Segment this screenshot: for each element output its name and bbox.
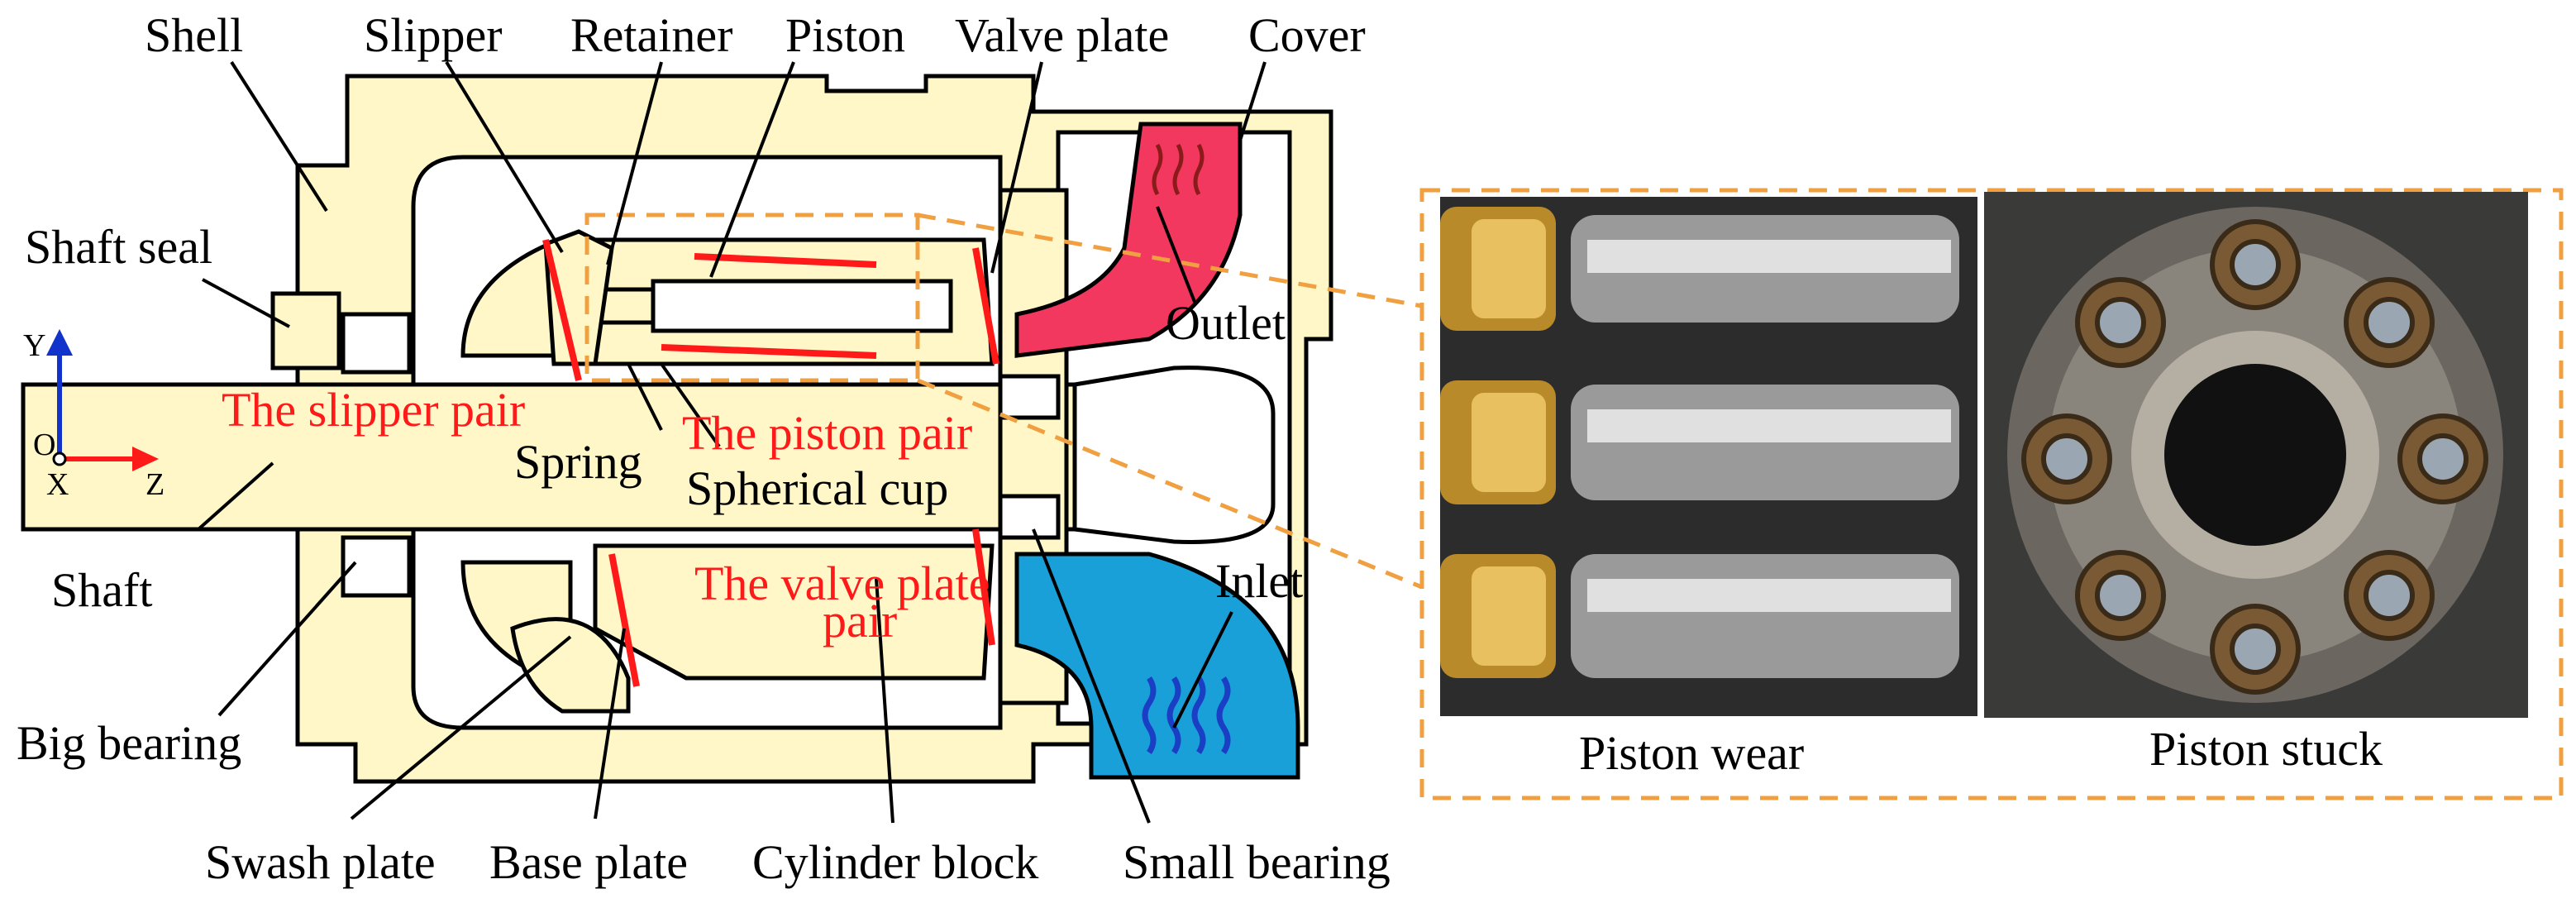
caption-piston-stuck: Piston stuck [2149, 722, 2383, 776]
small-bearing-bottom [998, 494, 1061, 540]
axis-x-label: X [46, 467, 69, 502]
label-spherical-cup: Spherical cup [686, 461, 948, 515]
bearing-bottom [341, 535, 412, 598]
label-base-plate: Base plate [489, 835, 688, 889]
label-swash-plate: Swash plate [205, 835, 436, 889]
label-outlet: Outlet [1166, 296, 1286, 350]
label-shell: Shell [145, 8, 243, 62]
piston-shape [651, 279, 953, 333]
label-valve-plate-pair-1: The valve plate [694, 557, 990, 610]
axis-z-label: Z [145, 467, 165, 502]
label-shaft-seal: Shaft seal [25, 220, 212, 274]
photo-panel: Piston wear Piston stuck [1419, 188, 2564, 800]
swash-plate-shape [460, 232, 573, 358]
wear-piston-row-2 [1440, 380, 1959, 504]
pump-cross-section [21, 74, 1333, 784]
axis-indicator: Y O X Z [23, 328, 165, 502]
label-valve-plate-pair-2: pair [823, 594, 897, 648]
label-cover: Cover [1248, 8, 1366, 62]
cylinder-block-lower [593, 543, 995, 681]
zoom-source-box [584, 213, 920, 383]
friction-pair-highlights [542, 239, 999, 687]
leader-lines [197, 60, 1267, 824]
bore-holes [2021, 219, 2488, 695]
piston-stuck-photo [1984, 192, 2528, 718]
axis-o-label: O [33, 428, 55, 462]
axis-y-label: Y [23, 328, 45, 363]
label-shaft: Shaft [51, 563, 152, 617]
label-big-bearing: Big bearing [17, 716, 241, 770]
outlet-channel [1014, 122, 1243, 358]
outlet-waves [1152, 143, 1205, 196]
swash-plate-rear [510, 617, 631, 714]
label-slipper-pair: The slipper pair [222, 383, 525, 437]
label-valve-plate: Valve plate [955, 8, 1169, 62]
bearing-top [341, 312, 412, 375]
label-inlet: Inlet [1215, 554, 1303, 608]
shaft-end [1072, 366, 1276, 544]
pair-labels: The slipper pair The piston pair The val… [222, 383, 990, 648]
label-slipper: Slipper [364, 8, 503, 62]
inlet-channel [1014, 552, 1300, 780]
label-piston: Piston [785, 8, 905, 62]
photo-panel-frame [1419, 188, 2564, 800]
caption-piston-wear: Piston wear [1579, 726, 1804, 780]
wear-piston-row-1 [1440, 207, 1959, 331]
label-piston-pair: The piston pair [682, 406, 972, 460]
part-labels: Shell Slipper Retainer Piston Valve plat… [17, 8, 1391, 889]
zoom-connectors [917, 213, 1423, 590]
wear-piston-row-3 [1440, 554, 1959, 678]
small-bearing-top [998, 374, 1061, 420]
inlet-waves [1142, 676, 1231, 754]
label-cylinder-block: Cylinder block [752, 835, 1038, 889]
label-spring: Spring [514, 435, 642, 489]
label-retainer: Retainer [570, 8, 732, 62]
slipper-shape [543, 229, 614, 366]
piston-wear-photo [1440, 197, 1977, 716]
shaft-seal-block [270, 291, 341, 370]
label-small-bearing: Small bearing [1123, 835, 1391, 889]
